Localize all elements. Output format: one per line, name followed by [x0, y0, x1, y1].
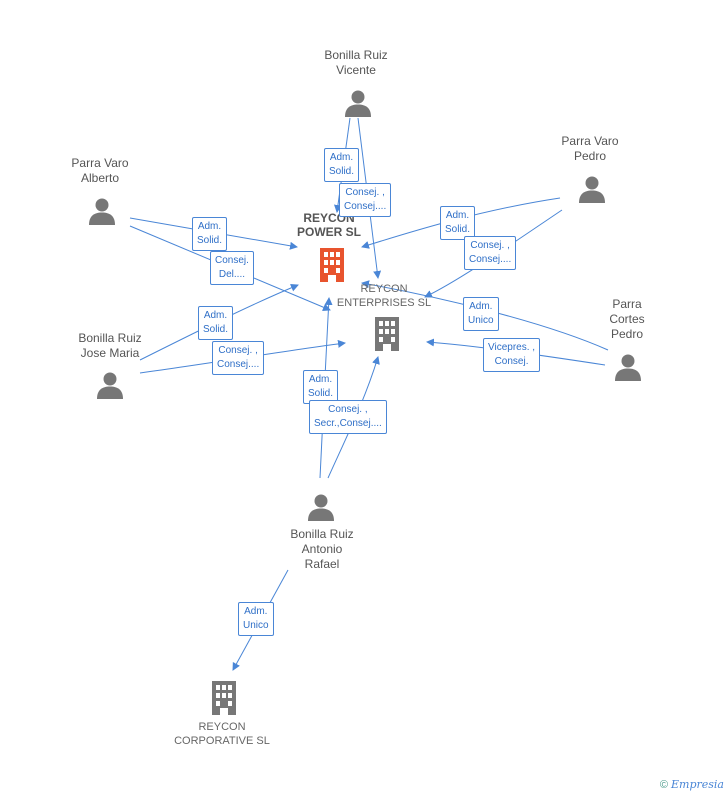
person-icon[interactable] — [308, 494, 334, 522]
edge-role-label[interactable]: Consej. , Secr.,Consej.... — [309, 400, 387, 434]
role-line: Solid. — [329, 166, 355, 177]
role-line: Adm. — [445, 210, 470, 221]
role-line: Del.... — [218, 269, 246, 280]
role-line: Adm. — [329, 152, 354, 163]
edge-role-label[interactable]: Adm. Unico — [463, 297, 499, 331]
edge-role-label[interactable]: Consej. , Consej.... — [339, 183, 392, 217]
company-reycon-enterprises[interactable]: REYCON ENTERPRISES SL — [329, 282, 439, 310]
role-line: Adm. — [244, 606, 268, 617]
role-line: Consej. — [215, 255, 249, 266]
company-name-line: REYCON — [198, 721, 246, 733]
person-name-line: Jose Maria — [80, 346, 140, 360]
building-icon[interactable] — [375, 317, 399, 351]
person-bonilla-vicente[interactable]: Bonilla Ruiz Vicente — [304, 48, 408, 78]
person-name-line: Pedro — [573, 149, 607, 163]
person-name-line: Antonio — [301, 542, 343, 556]
person-name-line: Parra Varo — [71, 156, 129, 170]
role-line: Consej. — [494, 356, 529, 367]
person-icon[interactable] — [89, 198, 115, 226]
edge-role-label[interactable]: Vicepres. , Consej. — [483, 338, 541, 372]
person-name-line: Parra — [612, 297, 642, 311]
role-line: Consej. , — [345, 187, 385, 198]
role-line: Adm. — [197, 221, 222, 232]
edge-role-label[interactable]: Adm. Solid. — [192, 217, 228, 251]
person-parra-cortes[interactable]: Parra Cortes Pedro — [597, 297, 657, 342]
role-line: Consej.... — [217, 359, 260, 370]
role-line: Consej.... — [344, 201, 387, 212]
role-line: Unico — [468, 315, 494, 326]
footer-brand[interactable]: © Empresia — [660, 778, 724, 791]
person-name-line: Bonilla Ruiz — [290, 527, 354, 541]
person-bonilla-jose[interactable]: Bonilla Ruiz Jose Maria — [58, 331, 162, 361]
edge-role-label[interactable]: Consej. , Consej.... — [464, 236, 517, 270]
company-name-line: REYCON — [360, 283, 408, 295]
edge-role-label[interactable]: Consej. Del.... — [210, 251, 254, 285]
person-icon[interactable] — [345, 90, 371, 118]
edge-role-label[interactable]: Adm. Solid. — [198, 306, 234, 340]
copyright-icon: © — [659, 779, 668, 791]
role-line: Solid. — [308, 388, 334, 399]
company-reycon-corporative[interactable]: REYCON CORPORATIVE SL — [167, 720, 277, 748]
person-parra-alberto[interactable]: Parra Varo Alberto — [50, 156, 150, 186]
edge-role-label[interactable]: Adm. Solid. — [324, 148, 360, 182]
person-name-line: Vicente — [336, 63, 376, 77]
role-line: Consej.... — [469, 254, 512, 265]
edge-role-label[interactable]: Adm. Solid. — [440, 206, 476, 240]
person-parra-pedro[interactable]: Parra Varo Pedro — [540, 134, 640, 164]
person-icon[interactable] — [97, 372, 123, 400]
person-name-line: Rafael — [304, 557, 340, 571]
role-line: Solid. — [445, 224, 471, 235]
company-name-line: CORPORATIVE SL — [174, 735, 270, 747]
role-line: Adm. — [308, 374, 333, 385]
role-line: Consej. , — [328, 404, 368, 415]
person-name-line: Pedro — [610, 327, 644, 341]
building-icon-highlight[interactable] — [320, 248, 344, 282]
role-line: Consej. , — [218, 345, 258, 356]
person-name-line: Parra Varo — [561, 134, 619, 148]
person-bonilla-antonio[interactable]: Bonilla Ruiz Antonio Rafael — [270, 527, 374, 572]
person-name-line: Bonilla Ruiz — [78, 331, 142, 345]
role-line: Unico — [243, 620, 269, 631]
role-line: Vicepres. , — [488, 342, 536, 353]
person-icon[interactable] — [579, 176, 605, 204]
role-line: Adm. — [469, 301, 493, 312]
role-line: Secr.,Consej.... — [314, 418, 382, 429]
role-line: Consej. , — [470, 240, 510, 251]
company-name-line: ENTERPRISES SL — [336, 297, 432, 309]
role-line: Adm. — [203, 310, 228, 321]
edge-role-label[interactable]: Adm. Unico — [238, 602, 274, 636]
role-line: Solid. — [197, 235, 223, 246]
person-name-line: Bonilla Ruiz — [324, 48, 388, 62]
role-line: Solid. — [203, 324, 229, 335]
person-icon[interactable] — [615, 354, 641, 382]
brand-logo: Empresia — [671, 778, 724, 791]
company-name-line: POWER SL — [296, 225, 361, 239]
building-icon[interactable] — [212, 681, 236, 715]
edge-role-label[interactable]: Adm. Solid. — [303, 370, 339, 404]
person-name-line: Cortes — [609, 312, 645, 326]
edge-role-label[interactable]: Consej. , Consej.... — [212, 341, 265, 375]
person-name-line: Alberto — [80, 171, 120, 185]
